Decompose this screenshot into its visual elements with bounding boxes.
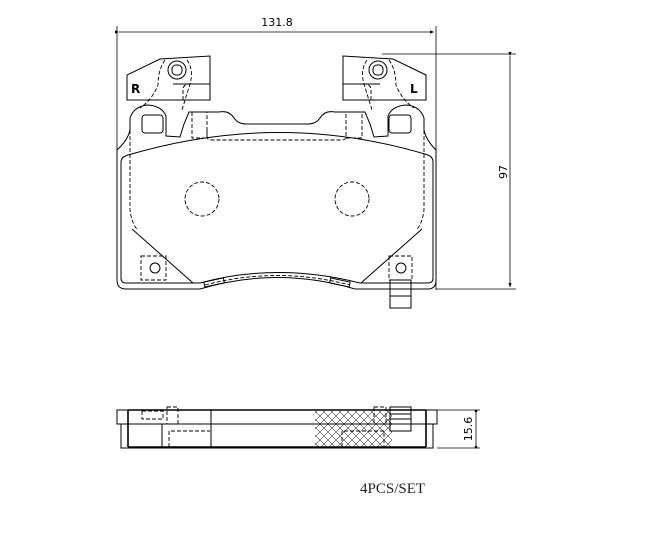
left-notch [141, 114, 164, 134]
width-dimension: 131.8 [115, 16, 437, 290]
height-dimension: 97 [382, 52, 516, 290]
left-tab-mark: R [131, 82, 140, 96]
clips [129, 111, 425, 231]
wear-indicator [389, 279, 412, 309]
right-tab-mark: L [410, 82, 418, 96]
right-tab-bolt-hole [368, 60, 388, 80]
left-tab-bolt-hole [167, 60, 187, 80]
left-piston-circle [184, 181, 220, 217]
thickness-dimension: 15.6 [437, 409, 480, 449]
right-sensor-square [388, 255, 413, 281]
thickness-dimension-label: 15.6 [462, 417, 475, 442]
left-shim-strip [203, 277, 225, 288]
right-shim-strip [329, 277, 351, 288]
left-tab: R [126, 55, 211, 111]
friction-lining [120, 132, 434, 288]
left-sensor-square [140, 255, 167, 281]
right-notch [388, 114, 412, 134]
height-dimension-label: 97 [497, 165, 510, 179]
hatched-section [315, 411, 392, 447]
width-dimension-label: 131.8 [261, 16, 293, 29]
side-view [116, 406, 438, 449]
quantity-note: 4PCS/SET [360, 481, 425, 497]
right-tab: L [342, 55, 427, 111]
right-piston-circle [334, 181, 370, 217]
